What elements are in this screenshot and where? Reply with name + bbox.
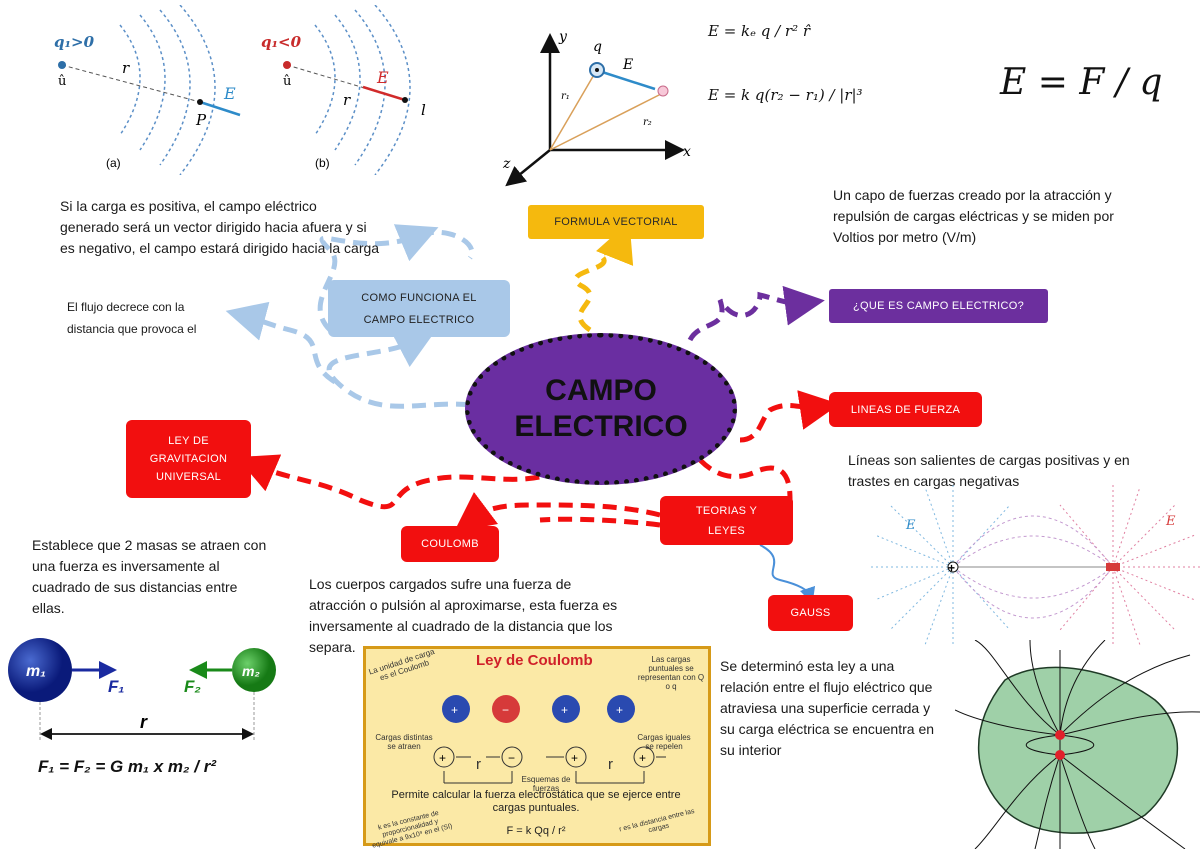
svg-text:+: +: [439, 751, 446, 765]
svg-text:r: r: [122, 59, 130, 77]
connector-teorias: [698, 458, 793, 501]
formula-big: E = F / q: [1000, 62, 1163, 103]
svg-text:(b): (b): [315, 156, 330, 170]
svg-text:r₁: r₁: [561, 91, 570, 102]
svg-text:+: +: [561, 703, 568, 717]
svg-text:l: l: [421, 101, 426, 119]
svg-text:E: E: [622, 57, 633, 73]
svg-text:−: −: [508, 751, 515, 765]
node-que-es-campo[interactable]: ¿QUE ES CAMPO ELECTRICO?: [829, 289, 1048, 323]
definicion-text: Un capo de fuerzas creado por la atracci…: [833, 187, 1114, 245]
svg-text:F₁: F₁: [108, 677, 124, 696]
formula-2: E = k q(r₂ − r₁) / |r|³: [708, 86, 863, 104]
svg-text:E: E: [376, 68, 389, 87]
connector-grav: [236, 454, 562, 510]
svg-text:r: r: [140, 712, 148, 732]
node-lineas-de-fuerza[interactable]: LINEAS DE FUERZA: [829, 392, 982, 427]
coulomb-title: Ley de Coulomb: [476, 652, 593, 669]
lineas-text: Líneas son salientes de cargas positivas…: [848, 452, 1130, 489]
coulomb-illustration: + − + +: [442, 695, 635, 723]
connector-coulomb: [453, 492, 661, 532]
carga-text: Si la carga es positiva, el campo eléctr…: [60, 198, 380, 256]
svg-text:E: E: [223, 84, 236, 103]
label-q-pos: q₁>0: [54, 33, 95, 51]
svg-text:(a): (a): [106, 156, 121, 170]
svg-text:E: E: [905, 518, 916, 533]
node-gauss[interactable]: GAUSS: [768, 595, 853, 631]
coulomb-law-panel: Ley de Coulomb La unidad de carga es el …: [363, 646, 711, 850]
masses-figure: m₁ m₂ F₁ F₂ r: [8, 638, 276, 742]
coulomb-force-schema: + − + +: [433, 746, 666, 784]
svg-text:r₂: r₂: [643, 117, 652, 128]
svg-text:F₂: F₂: [184, 677, 201, 696]
svg-text:P: P: [195, 111, 207, 129]
svg-text:−: −: [502, 703, 509, 717]
field-figure-a: q₁>0 r P E û (a): [54, 5, 241, 175]
svg-text:+: +: [451, 703, 458, 717]
svg-text:m₂: m₂: [242, 663, 260, 679]
connector-gauss: [759, 544, 816, 604]
svg-text:x: x: [683, 144, 691, 160]
connector-como-funciona: [326, 330, 471, 409]
svg-text:E: E: [1165, 514, 1176, 529]
node-formula-vectorial[interactable]: FORMULA VECTORIAL: [528, 205, 704, 239]
connector-formula: [573, 221, 634, 333]
svg-text:û: û: [283, 74, 291, 89]
formula-1: E = kₑ q / r² r̂: [708, 22, 811, 40]
svg-text:y: y: [558, 29, 568, 45]
gauss-surface-figure: [955, 640, 1200, 849]
svg-text:+: +: [948, 561, 955, 575]
node-coulomb[interactable]: COULOMB: [401, 526, 499, 562]
field-figure-b: q₁<0 r l E û (b): [261, 5, 426, 175]
svg-text:+: +: [616, 703, 623, 717]
vector-axes-figure: y x z q E r₁ r₂: [502, 29, 691, 187]
svg-text:m₁: m₁: [26, 663, 46, 680]
coulomb-text: Los cuerpos cargados sufre una fuerza de…: [309, 576, 618, 655]
svg-text:û: û: [58, 74, 66, 89]
svg-text:+: +: [571, 751, 578, 765]
svg-text:+: +: [639, 751, 646, 765]
connector-que-es: [687, 285, 825, 342]
connector-flujo: [225, 301, 337, 385]
gravitation-formula: F₁ = F₂ = G m₁ x m₂ / r²: [38, 757, 216, 776]
svg-text:q: q: [593, 39, 602, 55]
label-q-neg: q₁<0: [261, 33, 302, 51]
svg-text:z: z: [502, 156, 511, 172]
connector-lineas: [739, 390, 840, 443]
svg-text:r: r: [343, 91, 351, 109]
coulomb-permite: Permite calcular la fuerza electrostátic…: [391, 789, 681, 814]
connector-carga: [317, 224, 439, 332]
field-lines-figure: + E E: [870, 485, 1200, 645]
